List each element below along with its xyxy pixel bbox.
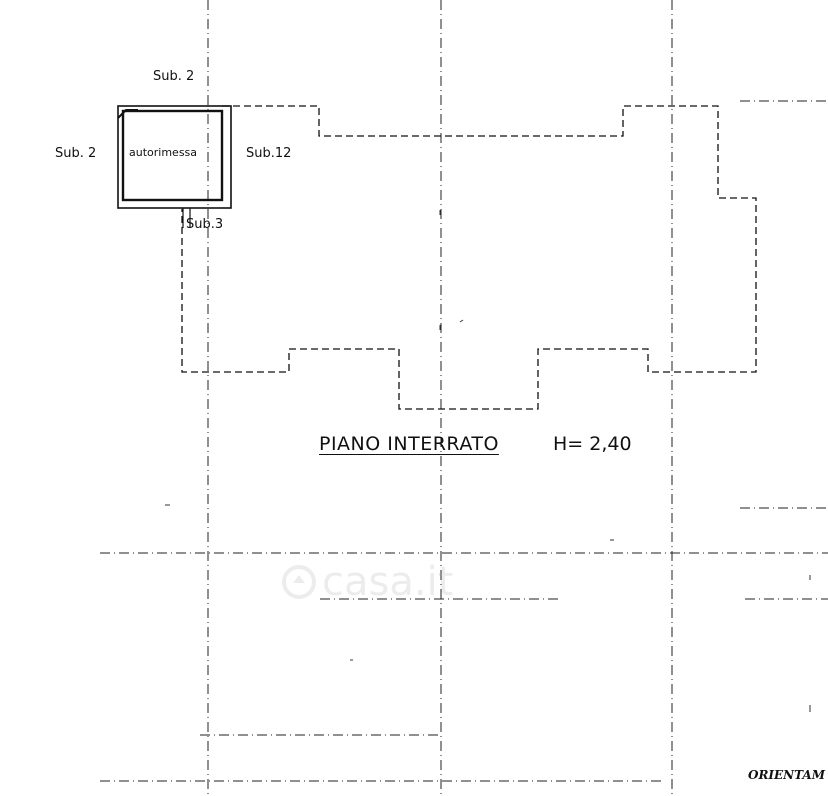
watermark: casa.it (282, 552, 542, 612)
construction-lines (100, 0, 828, 796)
label-sub12: Sub.12 (246, 146, 292, 161)
drafting-marks (165, 210, 811, 712)
label-sub2-top: Sub. 2 (153, 69, 195, 84)
label-sub2-left: Sub. 2 (55, 146, 97, 161)
room-name-garage: autorimessa (129, 146, 198, 159)
floor-height: H= 2,40 (553, 433, 632, 455)
orientation-label: ORIENTAM (748, 769, 826, 781)
house-logo-icon (282, 565, 316, 599)
garage-room (117, 105, 232, 228)
floor-title: PIANO INTERRATO (319, 433, 499, 455)
label-sub3: Sub.3 (186, 217, 224, 232)
watermark-text: casa.it (322, 559, 454, 605)
basement-outline (181, 105, 757, 410)
